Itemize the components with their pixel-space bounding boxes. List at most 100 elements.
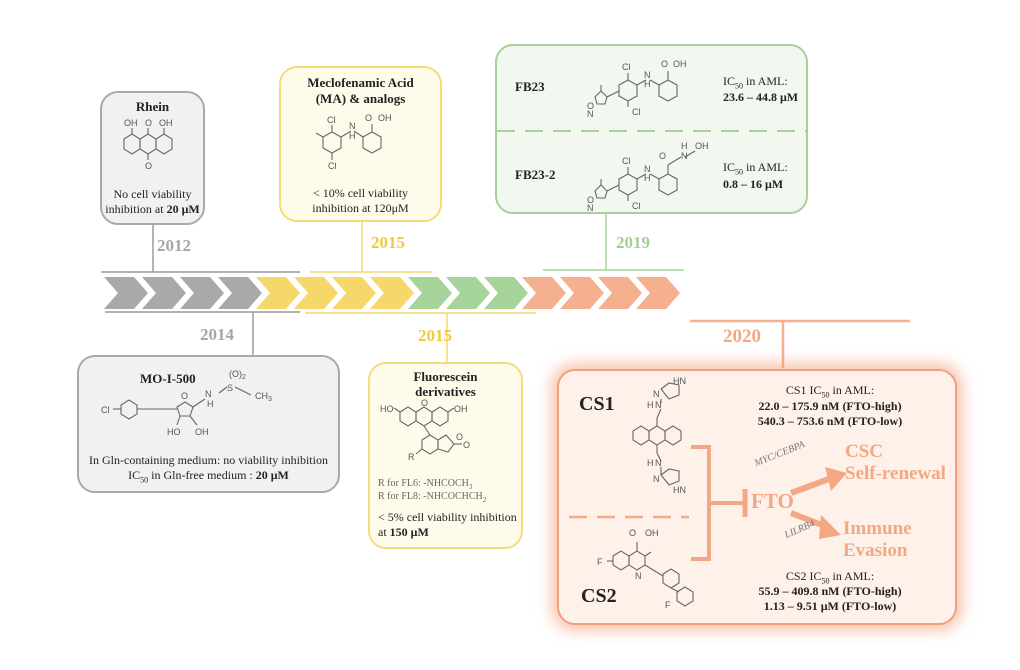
cs1-hn1: HN: [673, 376, 686, 386]
timeline-chevron-6: [332, 277, 376, 309]
csc-label-1: CSC: [845, 441, 884, 462]
cs1-range-1: 22.0 – 175.9 nM (FTO-high): [758, 399, 902, 413]
fb23-oh: OH: [673, 59, 687, 69]
cs2-ic-b: in AML:: [829, 569, 875, 583]
timeline-chevron-2: [180, 277, 224, 309]
cs-card: CS1 CS2 HN N N H N H N HN: [557, 369, 957, 625]
fb23-ic-label: IC50 in AML:: [723, 74, 788, 90]
arrow-to-immune-head: [819, 515, 841, 539]
cs1-n1: N: [653, 389, 660, 399]
fluor-r-fl6-sub: 3: [468, 483, 473, 491]
cs2-oh: OH: [645, 528, 659, 538]
fb23-2-range: 0.8 – 16 μM: [723, 177, 784, 191]
moi500-s: S: [227, 383, 233, 393]
fluor-r: R: [408, 452, 415, 462]
fb23-2-ring-n: N: [587, 203, 594, 213]
year-2020: 2020: [723, 326, 761, 347]
moi500-o2sub: 2: [242, 374, 246, 381]
cs1-ic-b: in AML:: [829, 383, 875, 397]
cs1-n3: N: [655, 458, 662, 468]
ma-h: H: [349, 131, 356, 141]
cs1-ic: CS1 IC: [785, 383, 822, 397]
cs-bracket: [691, 445, 711, 561]
ma-cl1: Cl: [327, 115, 336, 125]
fb23-2-o: O: [659, 151, 666, 161]
timeline-chevron-7: [370, 277, 414, 309]
cs1-hn2: HN: [673, 485, 686, 495]
ma-n: N: [349, 121, 356, 131]
rhein-oh1: OH: [124, 118, 138, 128]
fb23-card: FB23 Cl Cl N H O OH O N IC50 in AML: 23.…: [495, 44, 808, 214]
year-2012: 2012: [157, 236, 191, 255]
fluor-desc-2b: 150 μM: [389, 525, 429, 539]
timeline-chevron-14: [636, 277, 680, 309]
fluor-desc-1: < 5% cell viability inhibition: [378, 510, 517, 524]
cs2-ic-label: CS2 IC50 in AML:: [745, 569, 915, 585]
fb23-2-ic-suffix: in AML:: [743, 160, 788, 174]
cs2-f2: F: [665, 600, 671, 610]
moi500-desc-1: In Gln-containing medium: no viability i…: [89, 453, 328, 467]
cs2-ic-sub: 50: [821, 576, 830, 586]
moi500-title: MO-I-500: [140, 371, 196, 386]
fluor-o2: O: [456, 432, 463, 442]
cs-mechanism-graphic: [569, 445, 847, 561]
moi500-o2: (O): [229, 369, 242, 379]
cs2-structure: OH O N F F: [597, 528, 694, 610]
rhein-desc-2b: 20 μM: [166, 202, 200, 216]
cs1-h1: H: [647, 400, 654, 410]
timeline-chevron-8: [408, 277, 452, 309]
year-2014: 2014: [200, 325, 234, 344]
fb23-ring-n: N: [587, 109, 594, 119]
fluor-desc-2a: at: [378, 525, 390, 539]
moi500-ch3: CH: [255, 391, 268, 401]
fluor-ho: HO: [380, 404, 394, 414]
rhein-o2: O: [145, 161, 152, 171]
fb23-cl1: Cl: [622, 62, 631, 72]
moi500-desc-2a: IC: [128, 468, 141, 482]
timeline-chevron-11: [522, 277, 566, 309]
moi500-ho: HO: [167, 427, 181, 437]
fluor-title-1: Fluorescein: [413, 369, 478, 384]
cs2-range-1: 55.9 – 409.8 nM (FTO-high): [758, 584, 902, 598]
fb23-2-ring-o: O: [587, 195, 594, 205]
cs2-o: O: [629, 528, 636, 538]
timeline-chevron-0: [104, 277, 148, 309]
fb23-2-structure: Cl Cl N H O N OH H O N: [587, 141, 709, 213]
immune-label-2: Evasion: [843, 540, 908, 561]
fb23-2-nh: N: [681, 151, 688, 161]
moi500-cl: Cl: [101, 405, 110, 415]
year-2015-bottom: 2015: [418, 326, 452, 345]
ma-desc-1: < 10% cell viability: [312, 186, 409, 200]
fb23-2-name: FB23-2: [515, 167, 556, 182]
fluor-r-fl6: R for FL6: -NHCOCH3: [378, 478, 472, 491]
fb23-ic-sub: 50: [735, 81, 743, 91]
cs2-f: F: [597, 557, 603, 567]
arrow-to-csc-head: [825, 467, 847, 491]
cs2-ic: CS2 IC: [785, 569, 822, 583]
year-2019: 2019: [616, 233, 650, 252]
fluor-r-fl8: R for FL8: -NHCOCHCH2: [378, 491, 486, 504]
timeline-chevron-12: [560, 277, 604, 309]
rhein-oh2: OH: [159, 118, 173, 128]
moi500-structure: Cl O N H S (O) 2 CH 3 HO OH: [101, 369, 272, 437]
cs1-range-2: 540.3 – 753.6 nM (FTO-low): [757, 414, 903, 428]
fluor-r-fl8-sub: 2: [482, 496, 487, 504]
fb23-2-oh: OH: [695, 141, 709, 151]
rhein-desc-1: No cell viability: [113, 187, 192, 201]
fb23-2-ic-label: IC50 in AML:: [723, 160, 788, 176]
fluor-r-fl6-a: R for FL6: -NHCOCH: [378, 478, 469, 489]
moi500-nh: N: [205, 389, 212, 399]
fb23-name: FB23: [515, 79, 545, 94]
fb23-h: H: [644, 79, 651, 89]
fb23-2-ic: IC: [723, 160, 735, 174]
cs1-ic-label: CS1 IC50 in AML:: [745, 383, 915, 399]
cs1-label: CS1: [579, 393, 615, 415]
arrow-to-csc: [789, 476, 831, 496]
cs1-structure: HN N N H N H N HN: [632, 376, 686, 495]
fb23-2-ic-sub: 50: [735, 167, 743, 177]
ma-o: O: [365, 113, 372, 123]
rhein-desc-2: inhibition at 20 μM: [102, 202, 203, 217]
moi500-oh: OH: [195, 427, 209, 437]
ma-title-2: (MA) & analogs: [315, 91, 406, 106]
